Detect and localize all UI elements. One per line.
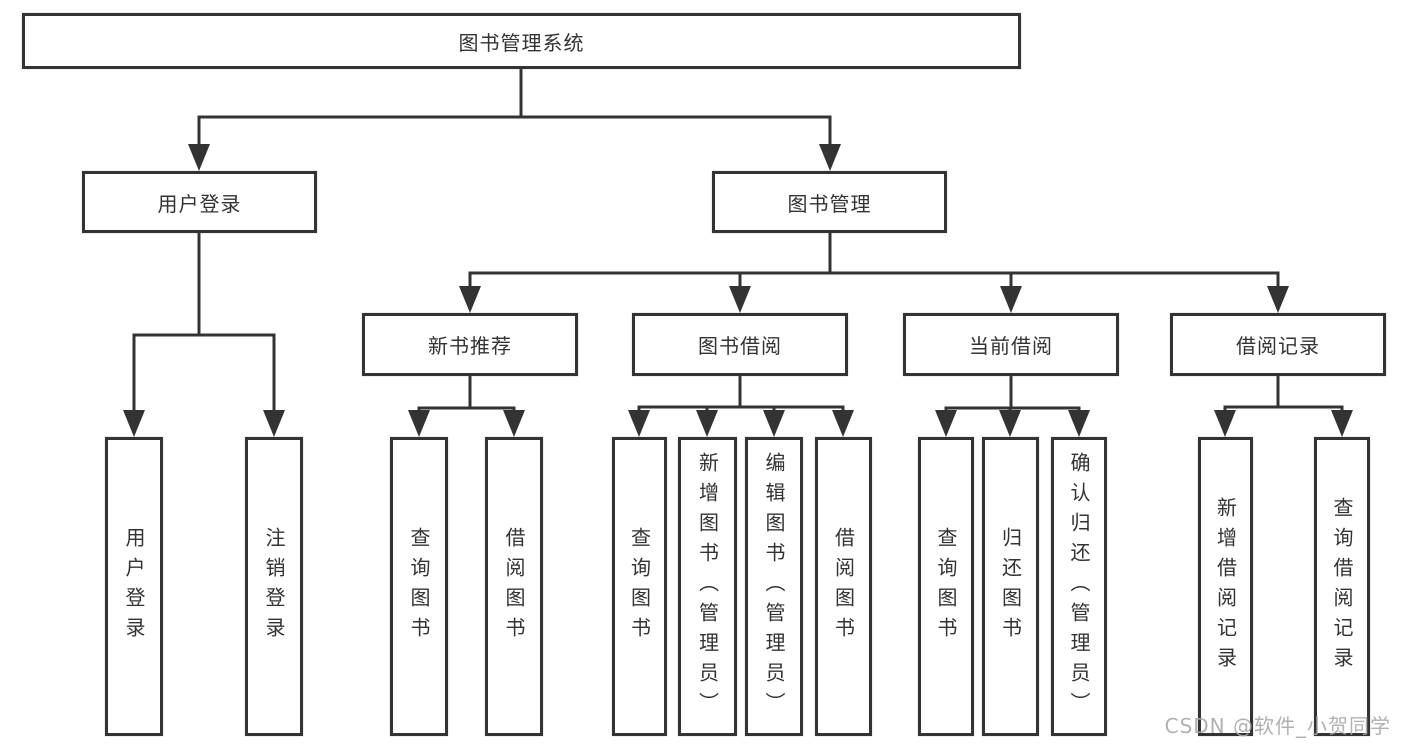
leaf-logout: 注销登录 (245, 437, 303, 736)
node-label: 归还图书 (998, 526, 1023, 647)
node-label: 图书管理 (787, 191, 872, 216)
node-label: 借阅图书 (831, 526, 856, 647)
node-label: 查询图书 (934, 526, 958, 647)
node-label: 借阅记录 (1236, 334, 1320, 358)
node-label: 当前借阅 (969, 334, 1053, 358)
node-label: 确认归还（管理员） (1067, 451, 1091, 722)
node-label: 图书借阅 (698, 334, 782, 358)
node-root-library-management-system: 图书管理系统 (22, 13, 1021, 69)
node-user-login: 用户登录 (82, 171, 317, 233)
leaf-user-login: 用户登录 (105, 437, 163, 736)
node-label: 查询图书 (627, 526, 652, 647)
leaf-return-books: 归还图书 (982, 437, 1039, 736)
node-current-borrowing: 当前借阅 (903, 313, 1119, 376)
leaf-borrow-books-recommend: 借阅图书 (485, 437, 543, 736)
leaf-add-borrow-record: 新增借阅记录 (1198, 437, 1253, 736)
node-book-borrowing: 图书借阅 (632, 313, 848, 376)
node-label: 查询借阅记录 (1330, 496, 1354, 677)
node-label: 图书管理系统 (458, 30, 585, 55)
node-label: 借阅图书 (502, 526, 526, 647)
node-label: 用户登录 (157, 191, 242, 216)
node-new-book-recommend: 新书推荐 (362, 313, 578, 376)
leaf-borrow-books: 借阅图书 (815, 437, 872, 736)
leaf-query-books-borrowing: 查询图书 (612, 437, 667, 736)
leaf-confirm-return-admin: 确认归还（管理员） (1051, 437, 1107, 736)
leaf-query-books-current: 查询图书 (918, 437, 974, 736)
node-label: 新书推荐 (428, 334, 512, 358)
node-label: 编辑图书（管理员） (762, 451, 786, 722)
node-book-management: 图书管理 (712, 171, 947, 233)
leaf-query-borrow-record: 查询借阅记录 (1314, 437, 1370, 736)
node-label: 查询图书 (407, 526, 431, 647)
leaf-edit-books-admin: 编辑图书（管理员） (745, 437, 803, 736)
csdn-watermark: CSDN @软件_小贺同学 (1164, 714, 1391, 738)
node-label: 新增图书（管理员） (695, 451, 720, 722)
node-borrowing-records: 借阅记录 (1170, 313, 1386, 376)
node-label: 注销登录 (262, 526, 286, 647)
node-label: 用户登录 (122, 526, 146, 647)
leaf-query-books-recommend: 查询图书 (390, 437, 448, 736)
node-label: 新增借阅记录 (1213, 496, 1238, 677)
leaf-add-books-admin: 新增图书（管理员） (678, 437, 737, 736)
